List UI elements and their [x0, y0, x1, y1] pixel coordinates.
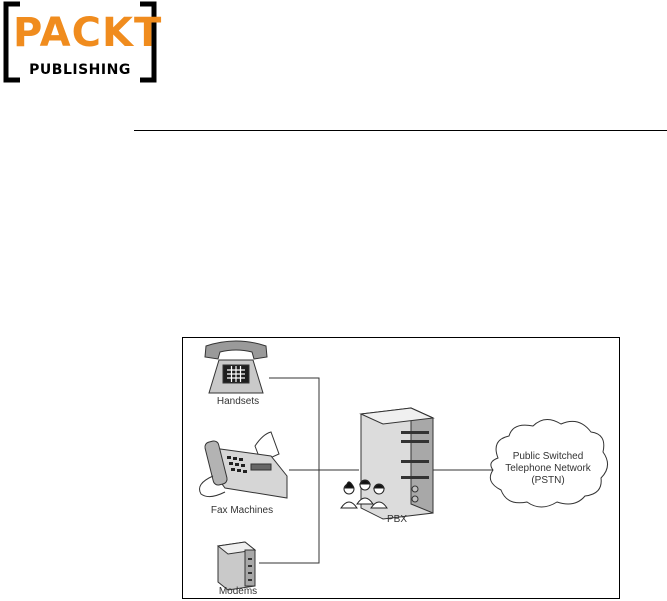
packt-logo: PACKT PUBLISHING — [0, 0, 163, 95]
edge-handsets-pbx — [269, 377, 320, 470]
logo-sub-text: PUBLISHING — [29, 62, 131, 78]
edge-modems-pbx — [259, 470, 320, 564]
telephone-icon — [204, 340, 268, 394]
diagram-canvas — [199, 340, 608, 591]
pbx-label: PBX — [386, 514, 407, 525]
logo-main-text: PACKT — [13, 10, 163, 56]
fax-machine-icon — [199, 431, 288, 499]
modem-icon — [216, 541, 257, 591]
pstn-label: Public Switched Telephone Network (PSTN) — [505, 451, 591, 486]
header-rule — [134, 130, 667, 131]
cloud-icon — [489, 419, 608, 508]
handsets-label: Handsets — [216, 396, 260, 407]
logo-brackets — [3, 1, 157, 83]
pbx-diagram: Handsets Fax Machines Modems PBX Public … — [182, 337, 620, 599]
users-icon — [340, 479, 388, 509]
modems-label: Modems — [218, 586, 258, 597]
fax-machines-label: Fax Machines — [210, 505, 274, 516]
